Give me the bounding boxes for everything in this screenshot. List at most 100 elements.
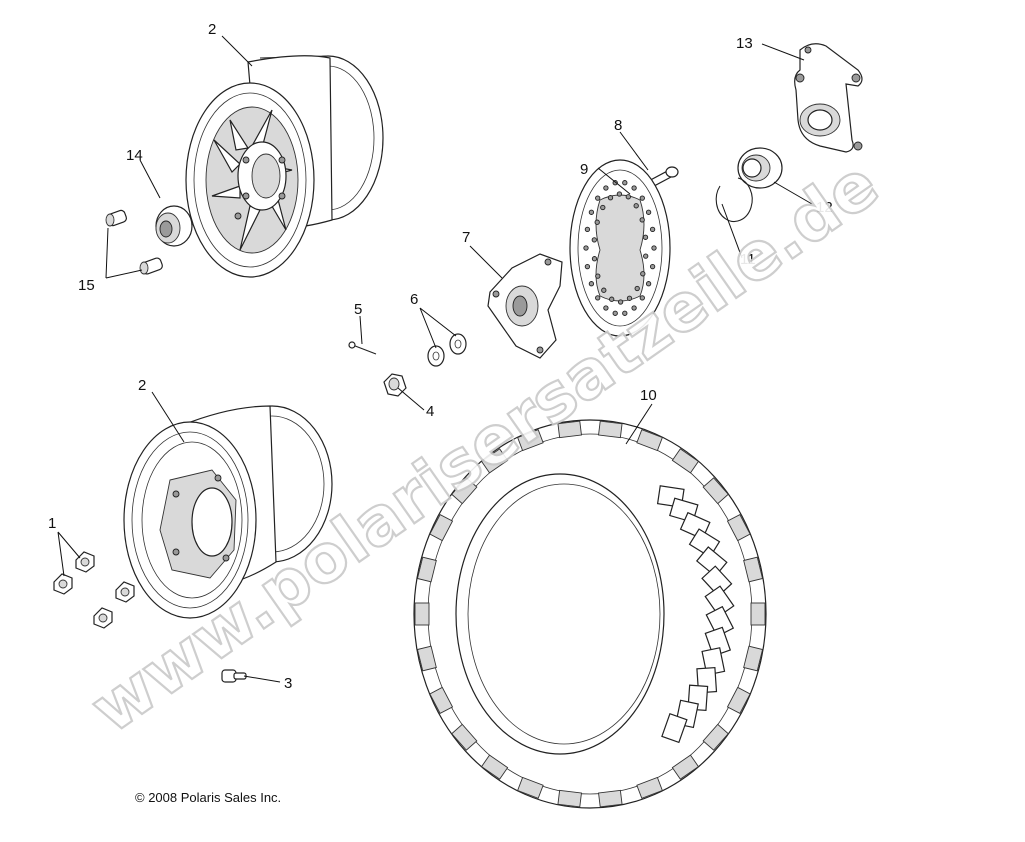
disc-hole bbox=[639, 295, 645, 301]
lug-nut-part bbox=[75, 551, 95, 573]
disc-hole bbox=[584, 263, 591, 270]
stud-part bbox=[105, 209, 127, 227]
washer-part bbox=[427, 345, 445, 367]
disc-hole bbox=[588, 281, 595, 287]
steering-knuckle-part bbox=[794, 43, 863, 153]
brake-disc-part bbox=[569, 159, 671, 337]
copyright-notice: © 2008 Polaris Sales Inc. bbox=[135, 790, 281, 805]
tread-block bbox=[726, 513, 751, 542]
disc-hole bbox=[633, 203, 639, 209]
hub-part bbox=[487, 253, 563, 359]
disc-hole bbox=[600, 204, 606, 211]
callout-6: 6 bbox=[410, 291, 418, 308]
bearing-part bbox=[737, 147, 783, 189]
tread-block bbox=[517, 429, 544, 452]
disc-hole bbox=[643, 253, 649, 259]
tread-block bbox=[598, 420, 623, 439]
castle-nut-part bbox=[383, 373, 407, 397]
disc-hole bbox=[645, 209, 652, 215]
callout-10: 10 bbox=[640, 387, 657, 404]
disc-hole bbox=[617, 299, 624, 305]
tread-block bbox=[636, 776, 663, 799]
tread-block bbox=[702, 723, 729, 751]
callout-14: 14 bbox=[126, 147, 143, 164]
disc-hole bbox=[591, 256, 598, 262]
disc-hole bbox=[609, 296, 615, 302]
tread-block bbox=[726, 686, 751, 715]
disc-hole bbox=[649, 226, 656, 233]
tread-block bbox=[701, 565, 733, 597]
tread-block bbox=[743, 645, 764, 672]
tread-block bbox=[416, 645, 437, 672]
cotter-pin-part bbox=[348, 341, 377, 355]
tread-block bbox=[480, 448, 509, 474]
callout-7: 7 bbox=[462, 229, 470, 246]
disc-hole bbox=[583, 245, 589, 251]
disc-hole bbox=[595, 295, 601, 301]
disc-hole bbox=[631, 305, 637, 311]
disc-hole bbox=[639, 217, 645, 223]
disc-hole bbox=[622, 180, 628, 186]
tread-block bbox=[598, 789, 623, 808]
center-cap-part bbox=[155, 205, 193, 247]
snap-ring-part bbox=[715, 177, 753, 223]
callout-11: 11 bbox=[740, 251, 756, 268]
tread-block bbox=[702, 477, 729, 505]
disc-hole bbox=[622, 310, 628, 316]
tread-block bbox=[743, 556, 764, 583]
disc-hole bbox=[588, 209, 595, 215]
tread-block bbox=[705, 605, 735, 638]
tread-block bbox=[451, 477, 478, 505]
disc-hole bbox=[584, 226, 591, 233]
tread-block bbox=[451, 723, 478, 751]
disc-hole bbox=[594, 219, 600, 225]
lug-nut-part bbox=[93, 607, 113, 629]
tread-block bbox=[704, 626, 732, 657]
disc-hole bbox=[640, 271, 646, 277]
disc-hole bbox=[603, 185, 609, 191]
tread-block bbox=[557, 420, 582, 439]
callout-labels: 2 14 15 2 1 3 4 5 6 7 8 9 10 11 12 13 bbox=[48, 21, 833, 692]
disc-hole bbox=[603, 305, 609, 311]
disc-hole bbox=[607, 195, 614, 201]
disc-hole bbox=[631, 185, 637, 191]
stud-part bbox=[139, 257, 163, 275]
tire-tread bbox=[414, 420, 766, 808]
callout-8: 8 bbox=[614, 117, 622, 134]
disc-hole bbox=[616, 191, 623, 197]
callout-3: 3 bbox=[284, 675, 292, 692]
disc-hole bbox=[639, 195, 645, 201]
tread-block bbox=[480, 754, 509, 780]
tread-block bbox=[517, 776, 544, 799]
disc-hole bbox=[625, 194, 631, 200]
disc-hole bbox=[649, 263, 656, 270]
disc-hole bbox=[591, 237, 597, 243]
tread-block bbox=[671, 754, 700, 780]
disc-hole bbox=[612, 310, 618, 316]
washer-part bbox=[449, 333, 467, 355]
disc-hole bbox=[601, 287, 607, 293]
disc-holes bbox=[583, 180, 657, 316]
tire-part bbox=[413, 419, 767, 809]
tread-block bbox=[416, 556, 437, 583]
tread-block bbox=[429, 513, 454, 542]
tread-block bbox=[429, 686, 454, 715]
callout-15: 15 bbox=[78, 277, 95, 294]
disc-hole bbox=[626, 295, 633, 301]
disc-hole bbox=[645, 281, 652, 287]
disc-hole bbox=[651, 245, 657, 251]
leader-lines bbox=[57, 35, 813, 683]
lug-nut-part bbox=[115, 581, 135, 603]
disc-hole bbox=[595, 195, 601, 201]
tread-block bbox=[671, 448, 700, 474]
tread-block bbox=[557, 789, 582, 808]
steel-wheel-part bbox=[123, 405, 333, 619]
callout-2-upper: 2 bbox=[208, 21, 216, 38]
callout-5: 5 bbox=[354, 301, 362, 318]
callout-2-lower: 2 bbox=[138, 377, 146, 394]
alloy-wheel-part bbox=[185, 55, 384, 278]
disc-hole bbox=[642, 234, 649, 240]
callout-1: 1 bbox=[48, 515, 56, 532]
tread-block bbox=[661, 713, 688, 744]
